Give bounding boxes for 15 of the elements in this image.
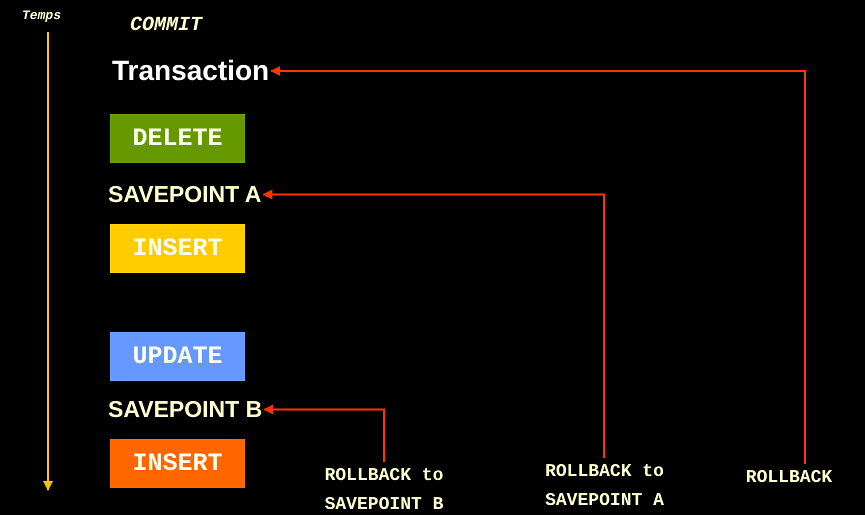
savepoint-label: SAVEPOINT A [108,181,262,208]
command-box: DELETE [110,114,245,163]
command-box: INSERT [110,224,245,273]
command-box: INSERT [110,439,245,488]
arrow [263,404,385,462]
axis-label: Temps [22,8,62,23]
rollback-label: ROLLBACK [728,464,850,493]
rollback-label: ROLLBACK to SAVEPOINT A [497,458,712,515]
savepoint-label: SAVEPOINT B [108,396,262,423]
arrow [270,66,806,464]
command-box: UPDATE [110,332,245,381]
commit-label: COMMIT [130,14,202,37]
rollback-label: ROLLBACK to SAVEPOINT B [274,462,494,515]
heading-text: Transaction [112,55,270,87]
arrow [262,190,605,458]
